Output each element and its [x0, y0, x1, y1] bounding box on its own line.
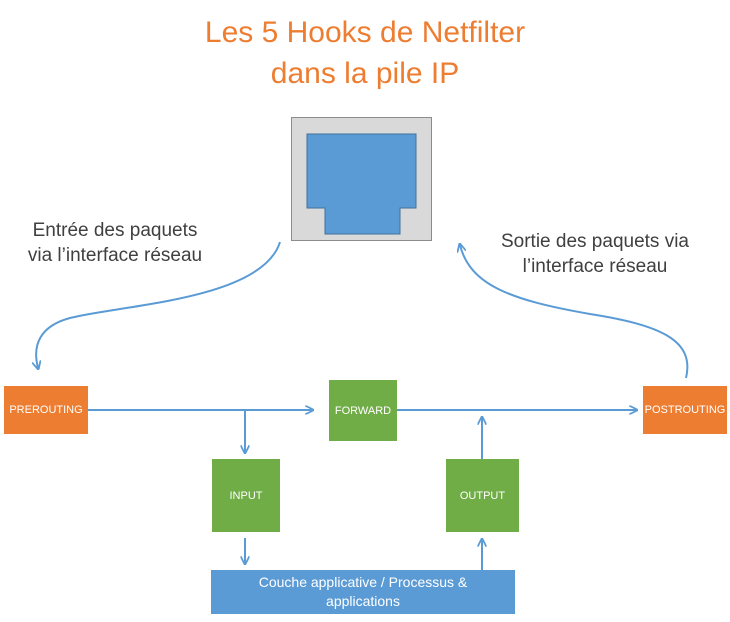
packet-exit-caption: Sortie des paquets via l’interface résea…: [480, 229, 710, 279]
ethernet-port-icon: [306, 133, 417, 235]
hook-prerouting: PREROUTING: [4, 386, 88, 434]
hook-postrouting: POSTROUTING: [643, 386, 727, 434]
packet-entry-caption-line-2: via l’interface réseau: [27, 245, 203, 266]
packet-exit-caption-line-1: Sortie des paquets via: [500, 231, 689, 252]
packet-entry-caption: Entrée des paquets via l’interface résea…: [0, 218, 230, 268]
hook-output: OUTPUT: [446, 459, 519, 532]
hook-input: INPUT: [212, 459, 280, 532]
application-layer-box: Couche applicative / Processus & applica…: [211, 570, 515, 614]
network-interface: [291, 117, 432, 241]
packet-entry-caption-line-1: Entrée des paquets: [32, 220, 198, 241]
diagram-title-line-1: Les 5 Hooks de Netfilter: [204, 16, 526, 49]
packet-exit-caption-line-2: l’interface réseau: [522, 256, 668, 277]
hook-forward: FORWARD: [329, 380, 397, 441]
diagram-title-line-2: dans la pile IP: [270, 57, 460, 90]
arrow-entry-to-prerouting: [36, 241, 281, 368]
arrow-postrouting-to-exit: [460, 245, 689, 379]
